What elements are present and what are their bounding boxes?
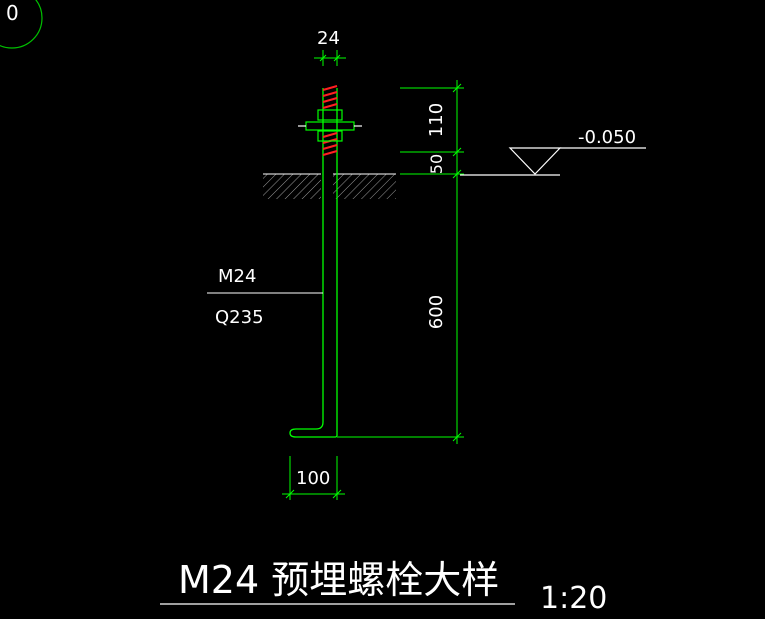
bolt-thread	[322, 85, 338, 156]
dim-embed-depth-label: 600	[426, 295, 447, 329]
dim-hook-length-label: 100	[296, 468, 330, 489]
level-symbol	[460, 147, 646, 176]
level-mark-label: -0.050	[578, 127, 636, 148]
drawing-scale: 1:20	[540, 581, 607, 616]
drawing-title: M24 预埋螺栓大样	[178, 558, 499, 602]
nut-washer	[298, 109, 362, 142]
axis-bubble-label: 0	[6, 1, 19, 25]
ground-hatch	[263, 172, 396, 200]
dim-gap-label: 50	[427, 154, 446, 174]
dim-vertical-chain	[337, 80, 464, 444]
material-label-bottom: Q235	[215, 307, 264, 328]
dim-bolt-width-label: 24	[317, 28, 340, 49]
dim-top-projection-label: 110	[426, 103, 447, 137]
dim-hook-length	[282, 456, 345, 500]
dim-bolt-width	[314, 50, 346, 66]
material-label-top: M24	[218, 266, 256, 287]
axis-bubble: 0	[0, 0, 43, 49]
